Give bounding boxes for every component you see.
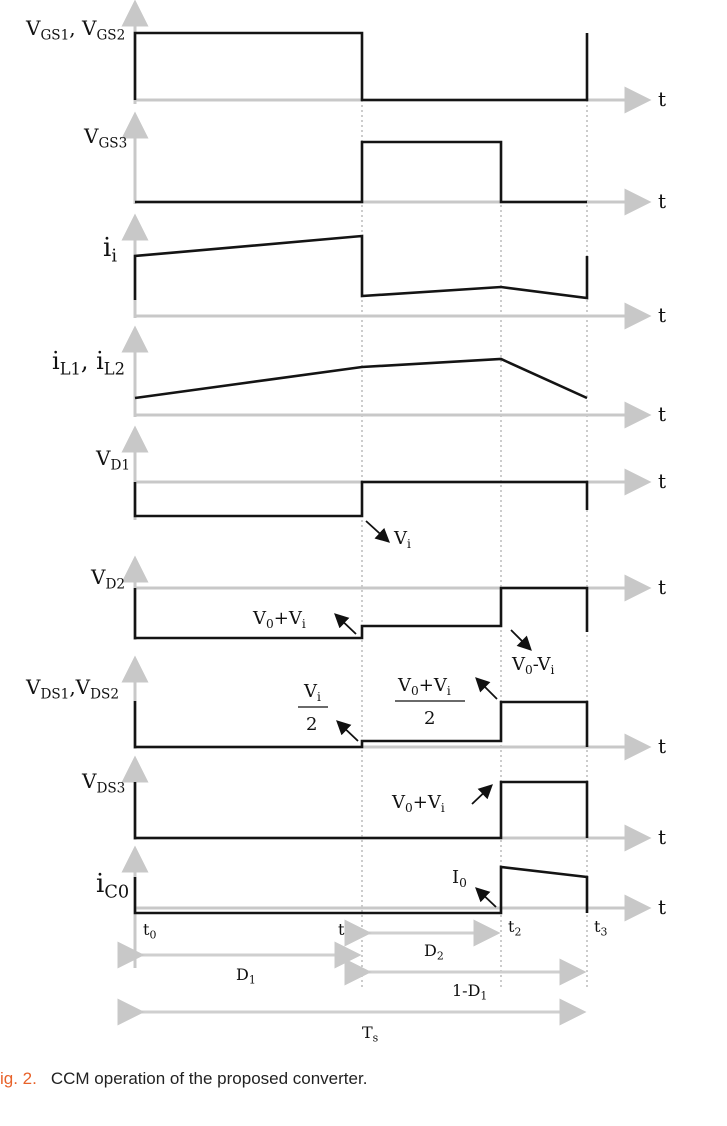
signal-label-vgs12: VGS1, VGS2 bbox=[25, 16, 125, 43]
signal-label-vd2: VD2 bbox=[90, 565, 125, 592]
fraction-vi-numerator: Vi bbox=[303, 681, 321, 704]
time-marks: t0 t1 t2 t3 bbox=[143, 917, 607, 942]
signal-label-il12: iL1, iL2 bbox=[52, 347, 125, 378]
vi-arrow bbox=[365, 520, 390, 543]
interval-d2: D2 bbox=[424, 941, 444, 963]
annotation-v0-plus-vi-d2: V0+Vi bbox=[252, 608, 306, 631]
t-label-ic0: t bbox=[658, 895, 666, 919]
waveforms bbox=[133, 31, 589, 915]
timing-diagram: VGS1, VGS2 VGS3 ii iL1, iL2 VD1 VD2 VDS1… bbox=[25, 0, 666, 1045]
t-label-ii: t bbox=[658, 303, 666, 327]
fraction-v0vi-numerator: V0+Vi bbox=[397, 675, 451, 698]
t-label-vds3: t bbox=[658, 825, 666, 849]
annotation-vi: Vi bbox=[393, 528, 411, 551]
intervals: D1 D2 1-D1 Ts bbox=[117, 919, 587, 1045]
signal-label-vds3: VDS3 bbox=[81, 769, 125, 796]
trace-axes bbox=[121, 0, 652, 968]
time-mark-t0: t0 bbox=[143, 920, 156, 942]
interval-d1: D1 bbox=[236, 965, 256, 987]
interval-ts: Ts bbox=[362, 1023, 379, 1045]
i0-arrow bbox=[475, 887, 497, 908]
ii-waveform bbox=[133, 234, 589, 300]
vgs12-waveform bbox=[133, 31, 589, 102]
annotation-v0-minus-vi: V0-Vi bbox=[511, 654, 555, 677]
figure-caption: ig. 2. CCM operation of the proposed conv… bbox=[0, 1069, 727, 1089]
annotation-i0: I0 bbox=[452, 867, 467, 890]
fraction-v0vi-denominator: 2 bbox=[424, 708, 435, 729]
signal-label-vd1: VD1 bbox=[95, 446, 130, 473]
annotations: Vi V0+Vi V0-Vi Vi 2 V0+Vi 2 V0+Vi I0 bbox=[252, 520, 555, 908]
ic0-waveform bbox=[133, 865, 589, 915]
time-mark-t1: t1 bbox=[338, 920, 351, 942]
vd1-waveform bbox=[133, 480, 589, 518]
signal-label-vds12: VDS1,VDS2 bbox=[25, 675, 119, 702]
interval-one-minus-d1: 1-D1 bbox=[452, 981, 487, 1003]
t-label-vd2: t bbox=[658, 575, 666, 599]
time-axis-labels: t t t t t t t t t bbox=[658, 87, 666, 919]
fraction-v0vi-arrow bbox=[475, 677, 498, 700]
fraction-vi-denominator: 2 bbox=[306, 714, 317, 735]
t-label-vds12: t bbox=[658, 734, 666, 758]
v0-plus-vi-d2-arrow bbox=[334, 613, 357, 635]
time-mark-t3: t3 bbox=[594, 917, 607, 939]
v0-plus-vi-ds3-arrow bbox=[471, 784, 493, 805]
vgs3-waveform bbox=[135, 140, 587, 204]
t-label-vgs3: t bbox=[658, 189, 666, 213]
t-label-vgs12: t bbox=[658, 87, 666, 111]
t-label-vd1: t bbox=[658, 469, 666, 493]
vds12-waveform bbox=[133, 700, 589, 749]
vds3-waveform bbox=[133, 780, 589, 840]
v0-minus-vi-arrow bbox=[510, 629, 532, 651]
il12-waveform bbox=[134, 357, 588, 400]
figure-label: ig. 2. bbox=[0, 1069, 37, 1088]
signal-label-ii: ii bbox=[103, 233, 117, 267]
annotation-v0-plus-vi-ds3: V0+Vi bbox=[391, 792, 445, 815]
signal-label-ic0: iC0 bbox=[96, 869, 129, 903]
vd2-waveform bbox=[133, 586, 589, 640]
time-mark-t2: t2 bbox=[508, 917, 521, 939]
signal-label-vgs3: VGS3 bbox=[83, 124, 127, 151]
t-label-il12: t bbox=[658, 402, 666, 426]
fraction-vi-arrow bbox=[336, 720, 359, 742]
caption-text: CCM operation of the proposed converter. bbox=[50, 1069, 368, 1088]
signal-labels: VGS1, VGS2 VGS3 ii iL1, iL2 VD1 VD2 VDS1… bbox=[25, 16, 130, 903]
